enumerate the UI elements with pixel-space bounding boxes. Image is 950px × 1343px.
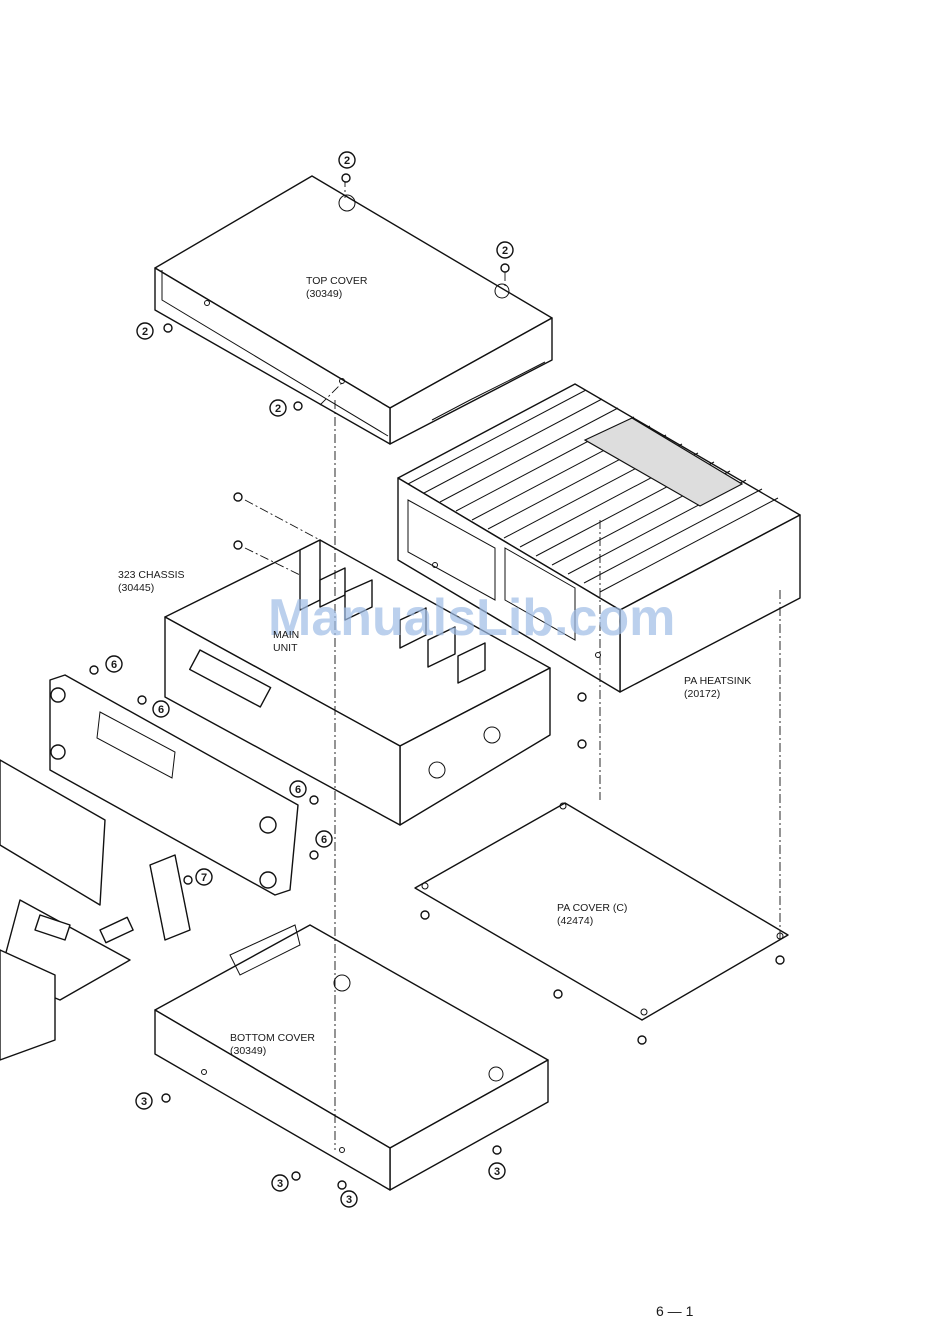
callout-number: 6: [321, 834, 327, 846]
page-number: 6 — 1: [656, 1303, 694, 1319]
bottom-cover-part: (30349): [230, 1045, 266, 1057]
pa-heatsink-name: PA HEATSINK: [684, 675, 751, 687]
chassis-name: 323 CHASSIS: [118, 569, 185, 581]
callout-front-5: 7: [196, 869, 212, 885]
pa-cover-part: (42474): [557, 915, 593, 927]
label-main-unit: MAIN UNIT: [273, 629, 299, 654]
callout-bottom-2: 3: [272, 1175, 288, 1191]
callout-number: 2: [142, 326, 148, 338]
callout-number: 3: [141, 1096, 147, 1108]
callout-bottom-4: 3: [489, 1163, 505, 1179]
callout-number: 2: [502, 245, 508, 257]
callout-number: 6: [158, 704, 164, 716]
callout-number: 2: [275, 403, 281, 415]
callout-bottom-1: 3: [136, 1093, 152, 1109]
main-unit-line2: UNIT: [273, 642, 298, 654]
callout-front-1: 6: [106, 656, 122, 672]
callout-top-cover-2: 2: [497, 242, 513, 258]
callout-front-3: 6: [290, 781, 306, 797]
callout-top-cover-3: 2: [137, 323, 153, 339]
callout-number: 3: [277, 1178, 283, 1190]
top-cover-name: TOP COVER: [306, 275, 368, 287]
label-chassis: 323 CHASSIS (30445): [118, 569, 185, 594]
callout-top-cover-4: 2: [270, 400, 286, 416]
callout-front-4: 6: [316, 831, 332, 847]
callout-number: 3: [346, 1194, 352, 1206]
label-pa-heatsink: PA HEATSINK (20172): [684, 675, 751, 700]
callout-number: 6: [295, 784, 301, 796]
callout-number: 6: [111, 659, 117, 671]
callout-top-cover-1: 2: [339, 152, 355, 168]
bottom-cover-name: BOTTOM COVER: [230, 1032, 315, 1044]
callout-number: 3: [494, 1166, 500, 1178]
chassis-part: (30445): [118, 582, 154, 594]
main-unit-line1: MAIN: [273, 629, 299, 641]
top-cover: [155, 176, 552, 444]
bottom-cover: [155, 925, 548, 1190]
pa-cover-name: PA COVER (C): [557, 902, 627, 914]
callout-front-2: 6: [153, 701, 169, 717]
callout-number: 7: [201, 872, 207, 884]
top-cover-part: (30349): [306, 288, 342, 300]
watermark: ManualsLib.com: [268, 589, 675, 647]
callout-bottom-3: 3: [341, 1191, 357, 1207]
pa-heatsink-part: (20172): [684, 688, 720, 700]
callout-number: 2: [344, 155, 350, 167]
